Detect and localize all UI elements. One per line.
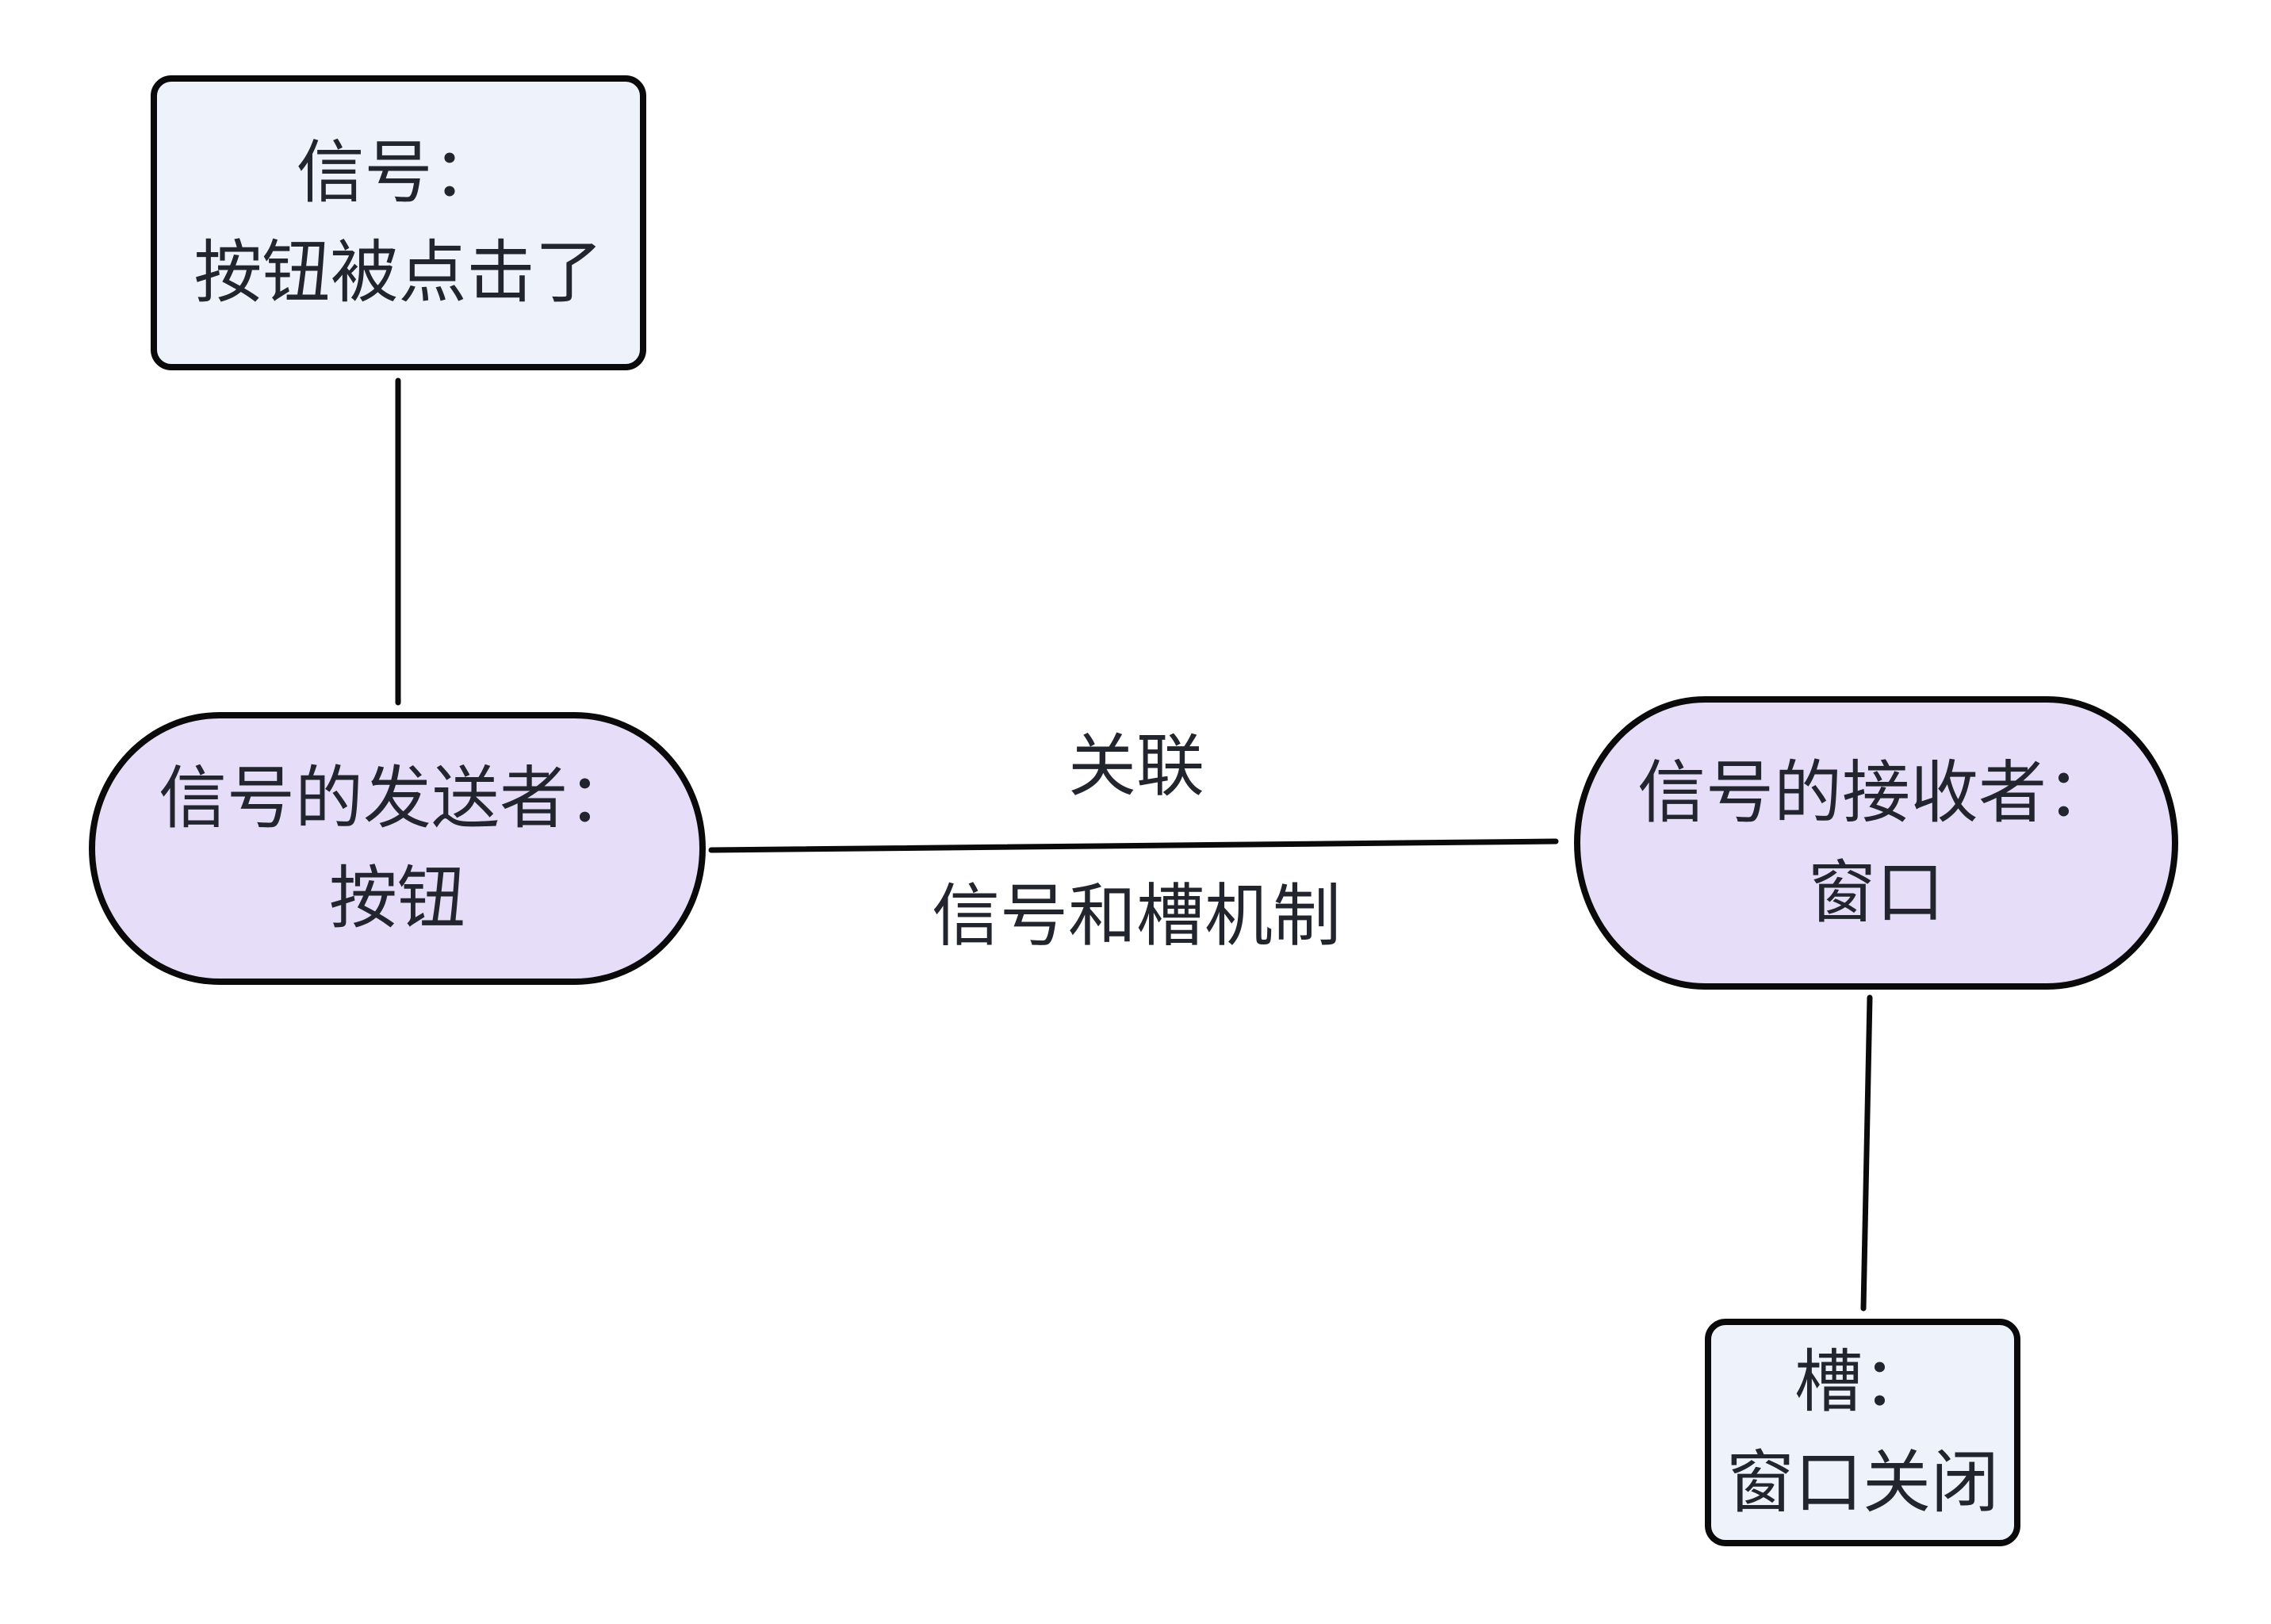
connector-sender-to-receiver [708,838,1559,853]
receiver-node: 信号的接收者： 窗口 [1574,696,2178,990]
slot-node: 槽： 窗口关闭 [1705,1319,2020,1546]
connector-receiver-to-slot [1860,994,1873,1312]
receiver-node-line1: 信号的接收者： [1637,753,2115,833]
association-edge-label: 关联 [1068,726,1204,806]
mechanism-edge-label: 信号和槽机制 [932,876,1341,956]
receiver-node-line2: 窗口 [1808,853,1944,933]
slot-node-line1: 槽： [1794,1342,1931,1423]
sender-node-line2: 按钮 [329,859,465,938]
sender-node: 信号的发送者： 按钮 [89,712,706,985]
slot-node-line2: 窗口关闭 [1726,1442,1999,1522]
signal-node-line2: 按钮被点击了 [193,233,603,312]
sender-node-line1: 信号的发送者： [159,758,636,838]
signal-node: 信号： 按钮被点击了 [151,75,646,370]
signal-node-line1: 信号： [296,132,501,213]
